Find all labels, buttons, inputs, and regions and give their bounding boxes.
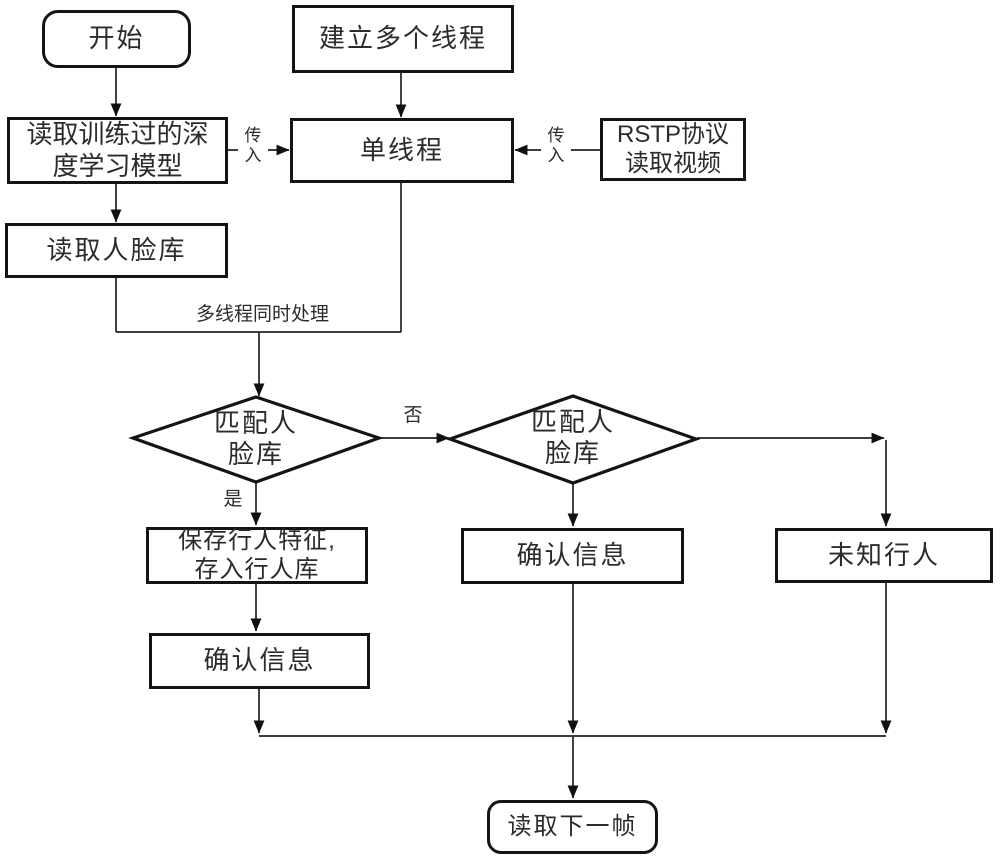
- node-confirm-info-middle-label: 确认信息: [516, 540, 629, 571]
- node-read-face-db-label: 读取人脸库: [46, 234, 187, 265]
- decision-match-face-db-1-shape: [128, 395, 384, 484]
- node-read-face-db: 读取人脸库: [5, 223, 228, 278]
- pass-in-left-char2: 入: [244, 145, 262, 165]
- edge-label-no: 否: [403, 405, 423, 426]
- node-read-deep-learning-model: 读取训练过的深 度学习模型: [7, 117, 228, 184]
- node-read-model-line2: 度学习模型: [52, 150, 183, 181]
- node-save-features-line1: 保存行人特征,: [178, 526, 336, 554]
- edge-label-multithread-processing: 多线程同时处理: [195, 304, 329, 325]
- decision-match-face-db-2-shape: [445, 394, 701, 485]
- node-start-label: 开始: [88, 23, 145, 54]
- decision-match-face-db-2: 匹配人 脸库: [493, 397, 653, 479]
- node-read-next-frame: 读取下一帧: [487, 800, 658, 854]
- node-create-threads-label: 建立多个线程: [318, 23, 487, 54]
- node-save-pedestrian-features: 保存行人特征, 存入行人库: [146, 527, 368, 584]
- node-unknown-pedestrian-label: 未知行人: [827, 539, 940, 570]
- node-rstp-read-video: RSTP协议 读取视频: [600, 118, 746, 181]
- node-confirm-info-left-label: 确认信息: [203, 645, 316, 676]
- pass-in-right-char2: 入: [547, 145, 565, 165]
- edge-label-pass-in-left: 传 入: [238, 125, 268, 167]
- decision2-line2: 脸库: [544, 438, 601, 468]
- node-rstp-line2: 读取视频: [625, 149, 721, 177]
- node-read-next-frame-label: 读取下一帧: [507, 812, 638, 840]
- edge-label-pass-in-right: 传 入: [541, 125, 571, 167]
- node-save-features-line2: 存入行人库: [194, 555, 320, 583]
- node-unknown-pedestrian: 未知行人: [775, 528, 993, 583]
- node-rstp-line1: RSTP协议: [616, 120, 729, 148]
- decision1-line1: 匹配人: [213, 407, 298, 438]
- node-read-model-line1: 读取训练过的深: [26, 119, 209, 150]
- edge-label-yes: 是: [223, 489, 243, 510]
- decision2-line1: 匹配人: [530, 406, 615, 437]
- node-confirm-info-middle: 确认信息: [461, 528, 684, 584]
- node-create-threads: 建立多个线程: [292, 5, 514, 73]
- decision-match-face-db-1: 匹配人 脸库: [176, 398, 336, 480]
- node-single-thread-label: 单线程: [359, 134, 444, 165]
- node-confirm-info-left: 确认信息: [149, 633, 370, 689]
- pass-in-left-char1: 传: [244, 126, 262, 145]
- decision1-line2: 脸库: [227, 439, 284, 469]
- pass-in-right-char1: 传: [547, 126, 565, 145]
- node-single-thread: 单线程: [290, 118, 514, 183]
- node-start: 开始: [42, 10, 191, 68]
